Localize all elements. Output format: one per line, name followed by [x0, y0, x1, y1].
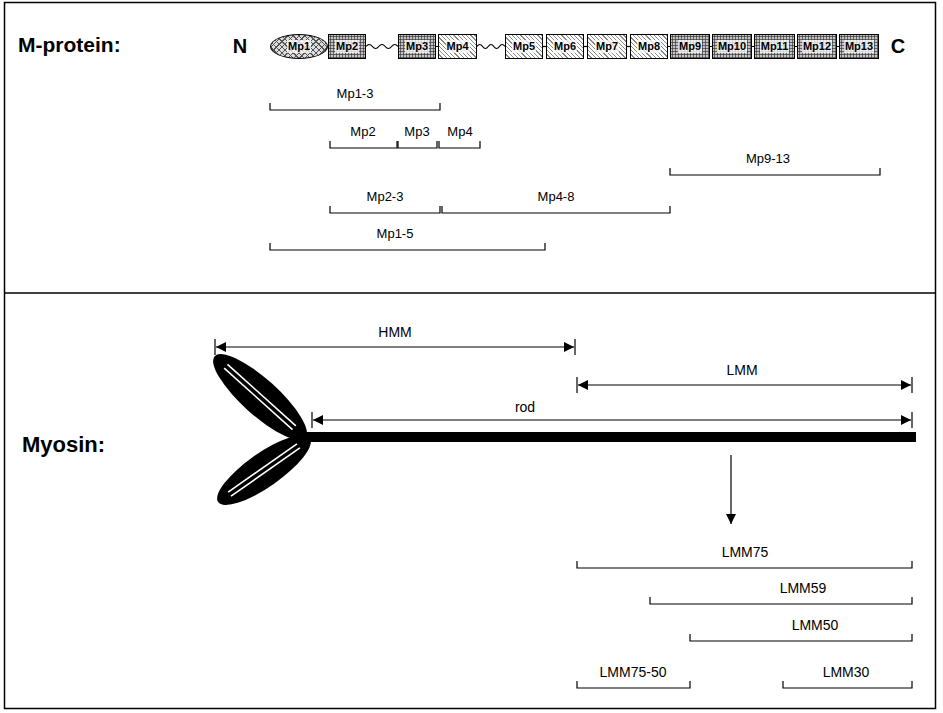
linker-wave	[366, 45, 398, 49]
domain-label: Mp8	[637, 40, 661, 52]
fragment-label: Mp9-13	[746, 152, 790, 167]
region-label: rod	[515, 399, 535, 415]
span-arrows	[215, 339, 912, 524]
myosin-molecule	[203, 343, 916, 516]
domain-box: Mp8	[630, 34, 668, 59]
fragment-label: Mp3	[404, 125, 429, 140]
divider	[4, 292, 936, 294]
domain-box: Mp7	[587, 34, 627, 59]
region-label: HMM	[378, 324, 411, 340]
domain-label: Mp10	[717, 40, 747, 52]
panel-title: Myosin:	[22, 432, 105, 457]
domain-box: Mp12	[797, 34, 837, 59]
fragment-label: Mp2	[350, 125, 375, 140]
fragment-label: LMM75	[722, 544, 769, 560]
fragment-label: LMM75-50	[600, 664, 667, 680]
fragment-label: LMM30	[823, 664, 870, 680]
fragment-label: LMM59	[780, 580, 827, 596]
domain-box: Mp13	[839, 34, 879, 59]
fragment-label: Mp4-8	[538, 190, 575, 205]
domain-label: Mp12	[802, 40, 832, 52]
domain-label: Mp2	[335, 40, 359, 52]
domain-box: Mp10	[712, 34, 752, 59]
domain-label: Mp13	[844, 40, 874, 52]
fragment-label: Mp1-5	[377, 227, 414, 242]
lmm-brackets	[577, 561, 912, 688]
fragment-label: Mp2-3	[367, 190, 404, 205]
domain-box: Mp4	[438, 34, 477, 59]
domain-box: Mp2	[328, 34, 366, 59]
domain-box: Mp5	[505, 34, 543, 59]
domain-label: Mp1	[287, 40, 311, 52]
linker-wave	[477, 45, 505, 49]
domain-label: Mp11	[760, 40, 790, 52]
domain-ellipse: Mp1	[270, 34, 328, 59]
domain-label: Mp6	[553, 40, 577, 52]
terminus-label: N	[233, 35, 247, 58]
domain-box: Mp3	[398, 34, 436, 59]
panel-title: M-protein:	[18, 33, 121, 57]
domain-label: Mp5	[512, 40, 536, 52]
region-label: LMM	[726, 362, 757, 378]
domain-box: Mp9	[670, 34, 710, 59]
fragment-label: LMM50	[792, 617, 839, 633]
fragment-brackets	[270, 103, 880, 250]
frame	[5, 3, 936, 709]
domain-box: Mp6	[546, 34, 584, 59]
fragment-label: Mp4	[447, 125, 472, 140]
domain-label: Mp9	[678, 40, 702, 52]
domain-label: Mp7	[595, 40, 619, 52]
fragment-label: Mp1-3	[337, 87, 374, 102]
domain-label: Mp3	[405, 40, 429, 52]
terminus-label: C	[891, 35, 905, 58]
domain-box: Mp11	[754, 34, 795, 59]
domain-label: Mp4	[446, 40, 470, 52]
